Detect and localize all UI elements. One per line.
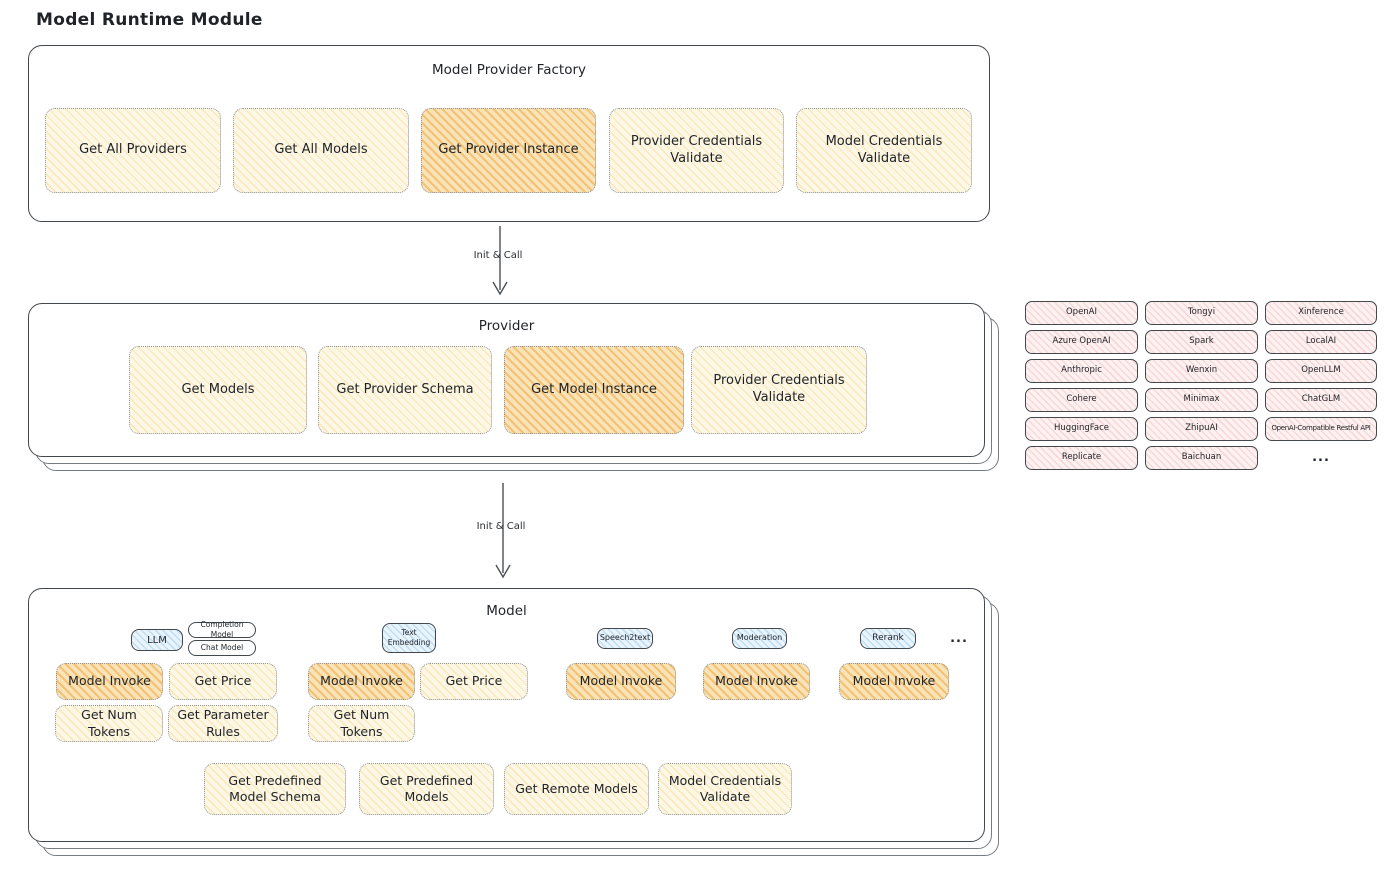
model-get-remote-models: Get Remote Models (504, 763, 649, 815)
provider-chip-azure-openai: Azure OpenAI (1025, 330, 1138, 354)
provider-chip-chatglm: ChatGLM (1265, 388, 1377, 412)
model-model-credentials-validate: Model Credentials Validate (658, 763, 792, 815)
model-container: Model LLM Completion Model Chat Model Te… (28, 588, 985, 842)
provider-chip-openllm: OpenLLM (1265, 359, 1377, 383)
page-title: Model Runtime Module (36, 10, 263, 30)
init-call-label-1: Init & Call (473, 250, 523, 261)
provider-chip-baichuan: Baichuan (1145, 446, 1258, 470)
provider-container: Provider Get Models Get Provider Schema … (28, 303, 985, 457)
init-call-label-2: Init & Call (476, 521, 526, 532)
model-get-predefined-model-schema: Get Predefined Model Schema (204, 763, 346, 815)
badge-chat-model: Chat Model (188, 640, 256, 656)
provider-chip-anthropic: Anthropic (1025, 359, 1138, 383)
badge-moderation: Moderation (732, 628, 787, 649)
provider-chip-spark: Spark (1145, 330, 1258, 354)
llm-get-price: Get Price (169, 663, 277, 700)
speech2text-model-invoke: Model Invoke (566, 663, 676, 700)
embedding-get-num-tokens: Get Num Tokens (308, 705, 415, 742)
provider-chip-replicate: Replicate (1025, 446, 1138, 470)
provider-chip-localai: LocalAI (1265, 330, 1377, 354)
factory-box-get-all-providers: Get All Providers (45, 108, 221, 193)
init-call-arrow-2 (495, 483, 511, 579)
provider-chip-zhipuai: ZhipuAI (1145, 417, 1258, 441)
factory-box-get-all-models: Get All Models (233, 108, 409, 193)
factory-box-model-credentials-validate: Model Credentials Validate (796, 108, 972, 193)
model-get-predefined-models: Get Predefined Models (359, 763, 494, 815)
embedding-get-price: Get Price (420, 663, 528, 700)
embedding-model-invoke: Model Invoke (308, 663, 415, 700)
badge-llm: LLM (131, 629, 183, 651)
model-title: Model (486, 603, 527, 619)
provider-chip-wenxin: Wenxin (1145, 359, 1258, 383)
provider-chip-cohere: Cohere (1025, 388, 1138, 412)
provider-box-provider-credentials-validate: Provider Credentials Validate (691, 346, 867, 434)
factory-box-get-provider-instance: Get Provider Instance (421, 108, 596, 193)
provider-chip-openai-compatible: OpenAI-Compatible Restful API (1265, 417, 1377, 441)
badge-text-embedding: Text Embedding (382, 623, 436, 653)
provider-chip-openai: OpenAI (1025, 301, 1138, 325)
llm-get-parameter-rules: Get Parameter Rules (168, 705, 278, 742)
init-call-arrow-1 (492, 226, 508, 296)
provider-box-get-model-instance: Get Model Instance (504, 346, 684, 434)
factory-box-provider-credentials-validate: Provider Credentials Validate (609, 108, 784, 193)
badge-rerank: Rerank (860, 628, 916, 649)
provider-chip-minimax: Minimax (1145, 388, 1258, 412)
badge-ellipsis: ... (950, 630, 968, 646)
rerank-model-invoke: Model Invoke (839, 663, 949, 700)
provider-chip-huggingface: HuggingFace (1025, 417, 1138, 441)
factory-container: Model Provider Factory Get All Providers… (28, 45, 990, 222)
provider-box-get-provider-schema: Get Provider Schema (318, 346, 492, 434)
provider-chip-ellipsis: ... (1312, 449, 1330, 465)
provider-title: Provider (478, 318, 535, 334)
llm-get-num-tokens: Get Num Tokens (55, 705, 163, 742)
factory-title: Model Provider Factory (431, 62, 586, 78)
llm-model-invoke: Model Invoke (56, 663, 163, 700)
provider-box-get-models: Get Models (129, 346, 307, 434)
badge-speech2text: Speech2text (597, 628, 653, 649)
badge-completion-model: Completion Model (188, 620, 256, 639)
provider-chip-xinference: Xinference (1265, 301, 1377, 325)
moderation-model-invoke: Model Invoke (703, 663, 810, 700)
provider-chip-tongyi: Tongyi (1145, 301, 1258, 325)
